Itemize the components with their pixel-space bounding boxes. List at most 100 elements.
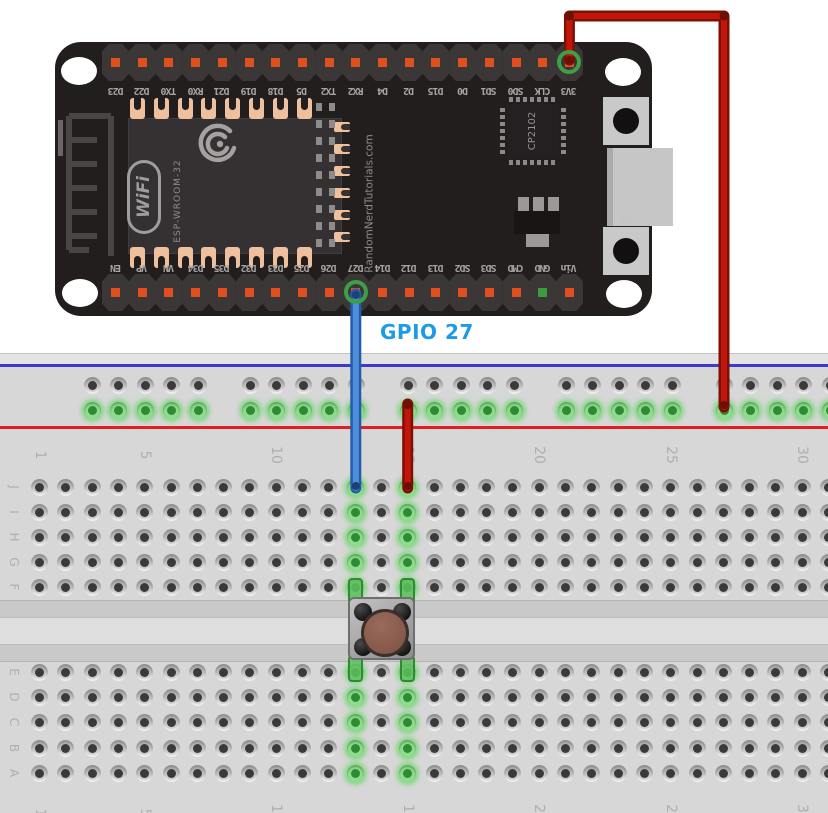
row-letter-B: B [7, 743, 21, 753]
en-button-plunger [613, 238, 639, 264]
header-pin-D25 [288, 274, 316, 311]
pin-contact [511, 58, 521, 67]
column-number-1: 1 [31, 808, 48, 813]
pin-contact [137, 288, 147, 297]
rail-minus-hole [347, 376, 365, 394]
breadboard-hole [136, 503, 154, 521]
breadboard-hole [741, 688, 759, 706]
pin-contact [458, 58, 468, 67]
column-number-30: 30 [794, 804, 811, 813]
breadboard-hole [57, 553, 75, 571]
breadboard-hole [83, 478, 101, 496]
breadboard-hole [57, 663, 75, 681]
breadboard-hole [215, 528, 233, 546]
pin-contact [404, 288, 414, 297]
breadboard-hole [688, 713, 706, 731]
rail-plus-hole [768, 401, 786, 419]
pcb-dashed-pads [329, 103, 335, 249]
breadboard-hole [320, 688, 338, 706]
breadboard-hole [215, 663, 233, 681]
breadboard-hole [346, 713, 364, 731]
breadboard-hole [109, 503, 127, 521]
breadboard-hole [399, 688, 417, 706]
connection-ring-d27 [343, 280, 368, 304]
breadboard-hole [820, 578, 828, 596]
breadboard-hole [294, 764, 311, 782]
rail-minus-hole [399, 376, 417, 394]
breadboard-hole [267, 663, 285, 681]
breadboard-hole [162, 688, 180, 706]
pin-contact [378, 58, 387, 67]
breadboard-hole [583, 528, 601, 546]
breadboard-hole [504, 688, 522, 706]
breadboard-hole [793, 553, 811, 571]
breadboard-hole [714, 528, 732, 546]
pcb-dashed-pads [316, 103, 322, 249]
breadboard-hole [530, 663, 548, 681]
breadboard-hole [635, 663, 653, 681]
breadboard-hole [793, 528, 811, 546]
breadboard-hole [136, 553, 154, 571]
breadboard-hole [83, 663, 101, 681]
rail-plus-hole [241, 401, 259, 419]
breadboard-hole [583, 478, 601, 496]
breadboard-hole [451, 553, 469, 571]
breadboard-hole [662, 663, 680, 681]
breadboard-hole [504, 528, 522, 546]
breadboard-hole [609, 739, 627, 757]
module-pad [225, 98, 241, 119]
breadboard-hole [793, 739, 811, 757]
breadboard-hole [688, 528, 706, 546]
breadboard-hole [635, 528, 653, 546]
en-button [603, 227, 649, 275]
breadboard-hole [451, 764, 469, 782]
pcb-antenna [66, 113, 114, 256]
breadboard-hole [504, 764, 522, 782]
header-pin-D4 [369, 44, 396, 81]
pin-contact [244, 58, 254, 67]
breadboard-hole [188, 713, 206, 731]
module-pad [334, 210, 350, 220]
breadboard-hole [741, 503, 759, 521]
breadboard-hole [215, 503, 233, 521]
row-letter-H: H [7, 532, 21, 542]
column-number-15: 15 [399, 446, 416, 464]
breadboard-hole [57, 713, 75, 731]
breadboard-hole [188, 663, 206, 681]
breadboard-hole [609, 578, 627, 596]
pin-contact [191, 288, 201, 297]
breadboard-hole [267, 688, 285, 706]
rail-plus-hole [479, 401, 496, 419]
header-pin-D18 [262, 44, 290, 81]
breadboard-hole [241, 739, 259, 757]
breadboard-hole [767, 688, 785, 706]
breadboard-hole [662, 688, 680, 706]
module-pad [153, 247, 169, 268]
rail-minus-hole [768, 376, 786, 394]
rail-minus-hole [821, 376, 828, 394]
breadboard-hole [57, 503, 75, 521]
breadboard-hole [372, 478, 390, 496]
breadboard-hole [31, 478, 48, 496]
breadboard-hole [320, 503, 338, 521]
breadboard-hole [714, 688, 732, 706]
breadboard-hole [241, 764, 259, 782]
row-letter-F: F [7, 583, 21, 591]
breadboard-hole [57, 764, 75, 782]
breadboard-hole [346, 478, 364, 496]
breadboard-hole [57, 578, 75, 596]
breadboard-hole [346, 528, 364, 546]
breadboard-hole [425, 528, 443, 546]
pin-contact [271, 288, 281, 297]
breadboard-hole [635, 478, 653, 496]
rail-plus-hole [637, 401, 654, 419]
breadboard-hole [557, 503, 574, 521]
header-pin-D12 [395, 274, 423, 311]
chip-label: CP2102 [527, 111, 538, 151]
rail-minus-hole [505, 376, 523, 394]
breadboard-hole [83, 503, 101, 521]
breadboard-hole [425, 578, 443, 596]
breadboard-hole [714, 663, 732, 681]
rail-plus-hole [136, 401, 154, 419]
